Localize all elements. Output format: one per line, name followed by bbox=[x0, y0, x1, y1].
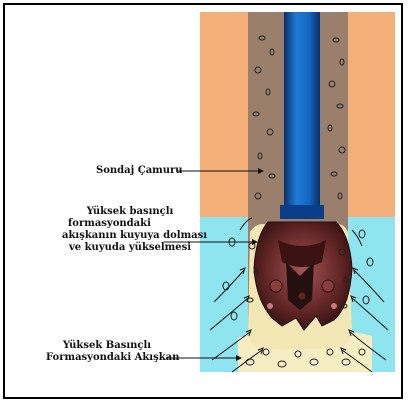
sondaj-camuru-label: Sondaj Çamuru bbox=[96, 165, 183, 177]
drill-bit bbox=[254, 222, 352, 330]
high-pressure-label-line2: Formasyondaki Akışkan bbox=[46, 352, 168, 364]
influx-label-line3: akışkanın kuyuya dolması bbox=[62, 230, 198, 242]
drill-pipe bbox=[284, 12, 320, 217]
influx-label-line1: Yüksek basınçlı bbox=[62, 206, 198, 218]
drill-pipe-collar bbox=[280, 205, 324, 219]
high-pressure-label-line1: Yüksek Basınçlı bbox=[46, 340, 168, 352]
influx-label: Yüksek basınçlı formasyondaki akışkanın … bbox=[62, 206, 198, 254]
formation-top-left bbox=[200, 12, 248, 217]
high-pressure-label: Yüksek Basınçlı Formasyondaki Akışkan bbox=[46, 340, 168, 364]
influx-label-line4: ve kuyuda yükselmesi bbox=[62, 242, 198, 254]
formation-top-right bbox=[348, 12, 395, 217]
influx-label-line2: formasyondaki bbox=[62, 218, 198, 230]
